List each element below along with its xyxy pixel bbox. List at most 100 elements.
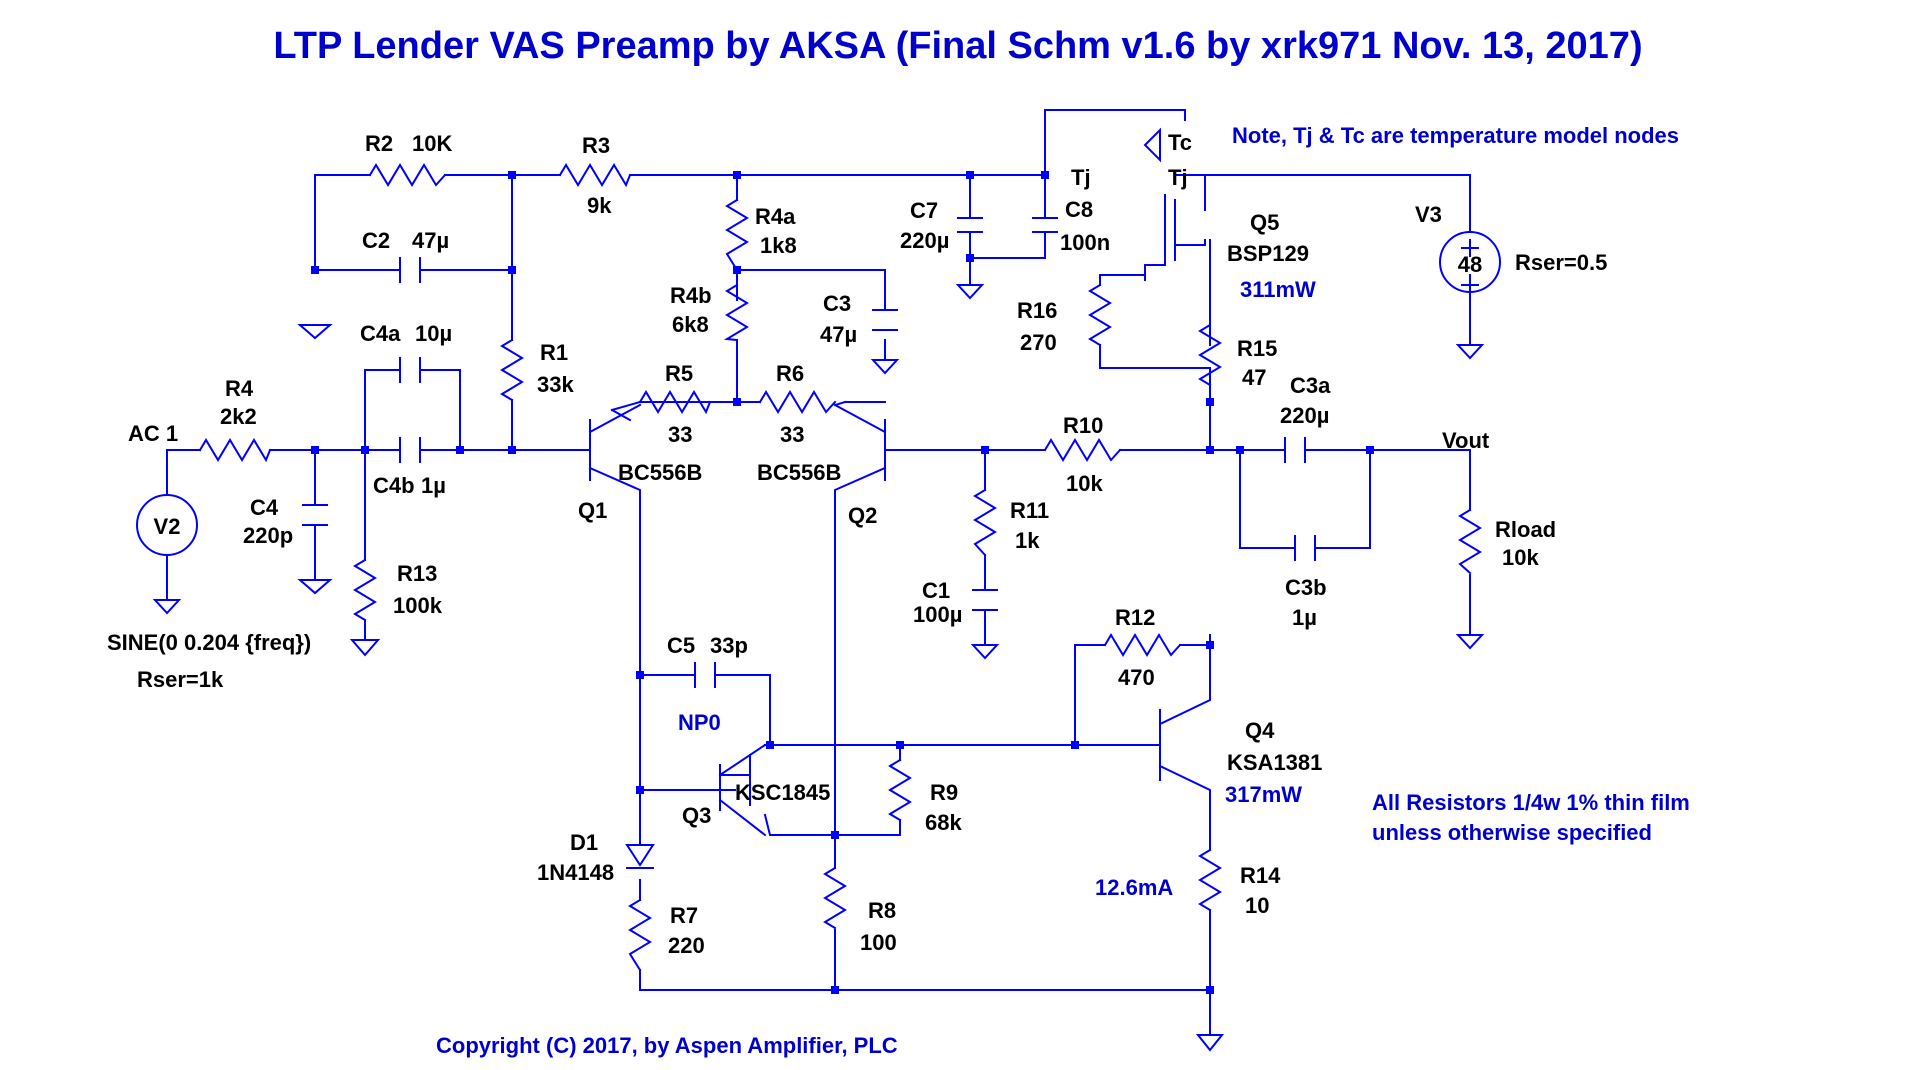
- q2-part: BC556B: [757, 460, 841, 485]
- r9-symbol: [888, 758, 912, 822]
- r7-value: 220: [668, 933, 705, 958]
- r8-ref: R8: [868, 898, 896, 923]
- c1-value: 100µ: [913, 602, 962, 627]
- c3b-ref: C3b: [1285, 575, 1327, 600]
- c4-value: 220p: [243, 523, 293, 548]
- c2-value: 47µ: [412, 228, 449, 253]
- q5-part: BSP129: [1227, 241, 1309, 266]
- c3-symbol: [872, 309, 898, 331]
- r1-value: 33k: [537, 372, 574, 397]
- r9-ref: R9: [930, 780, 958, 805]
- c4a-symbol: [399, 357, 421, 383]
- r10-ref: R10: [1063, 413, 1103, 438]
- c8-symbol: [1032, 217, 1058, 233]
- c7-ref: C7: [910, 198, 938, 223]
- junction-dots: [311, 171, 1374, 994]
- copyright-note: Copyright (C) 2017, by Aspen Amplifier, …: [436, 1033, 898, 1058]
- schematic-title: LTP Lender VAS Preamp by AKSA (Final Sch…: [273, 25, 1642, 67]
- c8-ref: C8: [1065, 197, 1093, 222]
- r5-ref: R5: [665, 361, 693, 386]
- notes: Note, Tj & Tc are temperature model node…: [436, 123, 1690, 1058]
- q3-ref: Q3: [682, 803, 711, 828]
- d1-ref: D1: [570, 830, 598, 855]
- c4a-value: 10µ: [415, 321, 452, 346]
- r1-symbol: [500, 338, 524, 402]
- c2-symbol: [399, 257, 421, 283]
- c3b-value: 1µ: [1292, 605, 1317, 630]
- c7-value: 220µ: [900, 228, 949, 253]
- r2-value: 10K: [412, 131, 452, 156]
- c8-value: 100n: [1060, 230, 1110, 255]
- c5-type: NP0: [678, 710, 721, 735]
- r16-ref: R16: [1017, 298, 1057, 323]
- r1-ref: R1: [540, 340, 568, 365]
- r4a-value: 1k8: [760, 233, 797, 258]
- r12-ref: R12: [1115, 605, 1155, 630]
- v2-spec: SINE(0 0.204 {freq}): [107, 630, 311, 655]
- r16-value: 270: [1020, 330, 1057, 355]
- r6-value: 33: [780, 422, 804, 447]
- transistor-symbols: [694, 127, 1161, 837]
- r6-symbol: [758, 390, 837, 414]
- c3a-symbol: [1284, 437, 1306, 463]
- r3-value: 9k: [587, 193, 612, 218]
- r4b-value: 6k8: [672, 312, 709, 337]
- r7-ref: R7: [670, 903, 698, 928]
- c2-ref: C2: [362, 228, 390, 253]
- v2-source: V2: [136, 494, 198, 556]
- r5-symbol: [638, 390, 712, 415]
- component-labels: R2 10K R3 9k C2 47µ C4a 10µ C4b 1µ R1 33…: [107, 130, 1607, 958]
- r15-symbol: [1198, 323, 1222, 387]
- tj-net-label: Tj: [1071, 165, 1091, 190]
- r2-symbol: [368, 163, 447, 187]
- v3-source: 48: [1439, 231, 1501, 293]
- r14-ref: R14: [1240, 863, 1281, 888]
- c7-symbol: [957, 217, 983, 233]
- c5-ref: C5: [667, 633, 695, 658]
- q4-ref: Q4: [1245, 718, 1275, 743]
- c4-symbol: [302, 504, 328, 526]
- r4a-ref: R4a: [755, 204, 796, 229]
- r7-symbol: [628, 898, 652, 972]
- v3-ref: V3: [1415, 202, 1442, 227]
- c3a-value: 220µ: [1280, 403, 1329, 428]
- q4-part: KSA1381: [1227, 750, 1322, 775]
- r2-ref: R2: [365, 131, 393, 156]
- tj2-net-label: Tj: [1168, 165, 1188, 190]
- v2-rser: Rser=1k: [137, 667, 224, 692]
- c4-ref: C4: [250, 495, 279, 520]
- c3-ref: C3: [823, 291, 851, 316]
- r14-value: 10: [1245, 893, 1269, 918]
- r13-ref: R13: [397, 561, 437, 586]
- r10-symbol: [1043, 438, 1122, 462]
- c1-symbol: [972, 589, 998, 611]
- r11-symbol: [973, 488, 997, 557]
- q1-part: BC556B: [618, 460, 702, 485]
- d1-part: 1N4148: [537, 860, 614, 885]
- r4-value: 2k2: [220, 404, 257, 429]
- r5-value: 33: [668, 422, 692, 447]
- r11-value: 1k: [1015, 528, 1040, 553]
- output-net-label: Vout: [1442, 428, 1490, 453]
- r11-ref: R11: [1010, 498, 1049, 523]
- r14-symbol: [1198, 848, 1222, 912]
- q3-symbol: [694, 743, 767, 837]
- r13-symbol: [353, 558, 377, 622]
- r10-value: 10k: [1066, 471, 1103, 496]
- c4a-ref: C4a: [360, 321, 401, 346]
- r12-symbol: [1103, 633, 1182, 657]
- r15-value: 47: [1242, 365, 1266, 390]
- input-net-label: AC 1: [128, 421, 178, 446]
- r4b-ref: R4b: [670, 283, 712, 308]
- c4b-symbol: [399, 437, 421, 463]
- q1-ref: Q1: [578, 498, 607, 523]
- c5-symbol: [694, 662, 716, 688]
- r13-value: 100k: [393, 593, 443, 618]
- resistor-note-line2: unless otherwise specified: [1372, 820, 1652, 845]
- resistor-note-line1: All Resistors 1/4w 1% thin film: [1372, 790, 1690, 815]
- temperature-note: Note, Tj & Tc are temperature model node…: [1232, 123, 1679, 148]
- r12-value: 470: [1118, 665, 1155, 690]
- rload-ref: Rload: [1495, 517, 1556, 542]
- r3-symbol: [558, 163, 632, 188]
- r16-symbol: [1088, 283, 1112, 347]
